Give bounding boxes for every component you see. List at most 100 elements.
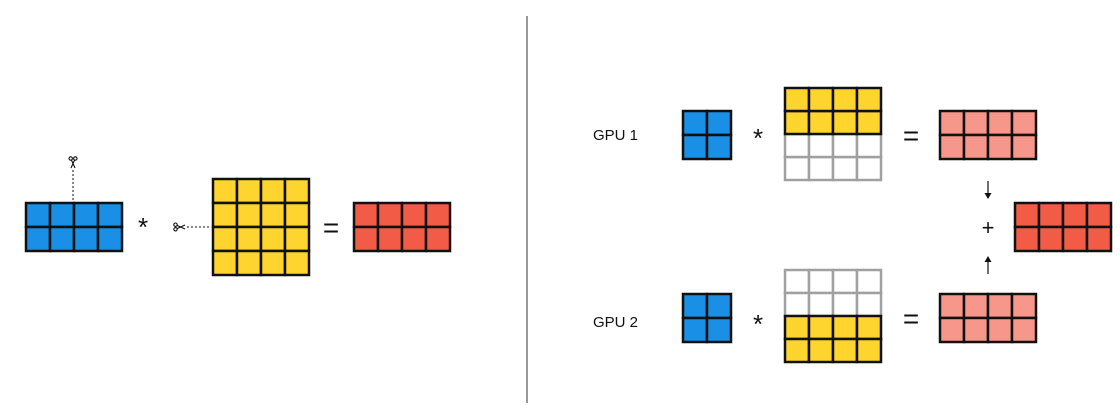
gpu-2-matrix-a-shard [681, 292, 733, 344]
matrix-cell [259, 201, 287, 229]
matrix-cell [259, 225, 287, 253]
arrow-up-icon [984, 256, 992, 274]
matrix-a-full [24, 201, 124, 253]
matrix-cell [72, 225, 100, 253]
matrix-cell [831, 291, 859, 318]
matrix-cell [235, 177, 263, 205]
matrix-cell [986, 316, 1014, 344]
matrix-cell [807, 155, 835, 182]
matrix-cell [962, 133, 990, 161]
gpu-1-partial-result [938, 109, 1038, 161]
matrix-cell [48, 201, 76, 229]
matrix-cell [705, 316, 733, 344]
matrix-cell [1010, 133, 1038, 161]
arrow-down-icon [984, 181, 992, 199]
matrix-cell [24, 201, 52, 229]
matrix-cell [962, 316, 990, 344]
gpu-2-partial-result [938, 292, 1038, 344]
matrix-cell [986, 109, 1014, 137]
matrix-cell [283, 225, 311, 253]
matrix-cell [807, 337, 835, 364]
matrix-cell [211, 177, 239, 205]
final-result-matrix [1013, 201, 1113, 253]
matrix-cell [705, 292, 733, 320]
matrix-cell [1013, 201, 1041, 229]
matrix-cell [352, 225, 380, 253]
matrix-cell [831, 132, 859, 159]
matrix-cell [1010, 292, 1038, 320]
matrix-cell [831, 109, 859, 136]
matrix-cell [783, 109, 811, 136]
matrix-cell [831, 337, 859, 364]
matrix-cell [681, 109, 709, 137]
matrix-cell [783, 291, 811, 318]
matrix-cell [1085, 201, 1113, 229]
matrix-cell [400, 201, 428, 229]
matrix-cell [259, 177, 287, 205]
matrix-cell [986, 292, 1014, 320]
matrix-cell [1013, 225, 1041, 253]
matrix-cell [831, 86, 859, 113]
gpu-1-matrix-a-shard [681, 109, 733, 161]
matrix-cell [24, 225, 52, 253]
matrix-cell [807, 268, 835, 295]
matrix-cell [783, 337, 811, 364]
matrix-cell [283, 177, 311, 205]
matrix-cell [72, 201, 100, 229]
matrix-cell [831, 268, 859, 295]
matrix-cell [1010, 109, 1038, 137]
matrix-cell [807, 109, 835, 136]
matrix-cell [376, 225, 404, 253]
matrix-cell [855, 291, 883, 318]
matrix-cell [855, 337, 883, 364]
matrix-cell [705, 133, 733, 161]
gpu-1-label: GPU 1 [593, 127, 638, 144]
matrix-cell [96, 225, 124, 253]
matrix-cell [783, 132, 811, 159]
left-panel: * = [24, 156, 452, 277]
multiply-sign: * [138, 212, 148, 242]
matrix-cell [681, 292, 709, 320]
matrix-cell [1037, 225, 1065, 253]
matrix-cell [1037, 201, 1065, 229]
matrix-cell [211, 249, 239, 277]
matrix-cell [807, 291, 835, 318]
matrix-cell [211, 225, 239, 253]
right-panel: GPU 1 GPU 2 * * = = + [593, 86, 1113, 364]
matrix-cell [1061, 201, 1089, 229]
matrix-cell [283, 249, 311, 277]
scissors-icon [173, 222, 186, 232]
matrix-b-full [211, 177, 311, 277]
matrix-cell [855, 155, 883, 182]
matrix-cell [681, 133, 709, 161]
matrix-cell [783, 314, 811, 341]
matrix-cell [48, 225, 76, 253]
matrix-cell [424, 225, 452, 253]
matrix-cell [807, 314, 835, 341]
matrix-cell [938, 109, 966, 137]
plus-sign: + [982, 215, 995, 240]
matrix-cell [962, 292, 990, 320]
matrix-cell [962, 109, 990, 137]
matrix-cell [783, 268, 811, 295]
gpu-2-multiply-sign: * [753, 309, 763, 339]
matrix-cell [807, 132, 835, 159]
matrix-cell [235, 225, 263, 253]
matrix-cell [831, 314, 859, 341]
matrix-cell [855, 314, 883, 341]
matrix-cell [855, 86, 883, 113]
matrix-cell [855, 268, 883, 295]
matrix-cell [938, 133, 966, 161]
matrix-cell [424, 201, 452, 229]
matrix-cell [807, 86, 835, 113]
matrix-cell [235, 249, 263, 277]
gpu-2-equals-sign: = [903, 303, 919, 334]
equals-sign: = [323, 212, 339, 243]
matrix-cell [96, 201, 124, 229]
matrix-c-full [352, 201, 452, 253]
scissors-icon [68, 156, 78, 169]
matrix-cell [681, 316, 709, 344]
matrix-cell [938, 292, 966, 320]
matrix-cell [831, 155, 859, 182]
matrix-cell [855, 109, 883, 136]
